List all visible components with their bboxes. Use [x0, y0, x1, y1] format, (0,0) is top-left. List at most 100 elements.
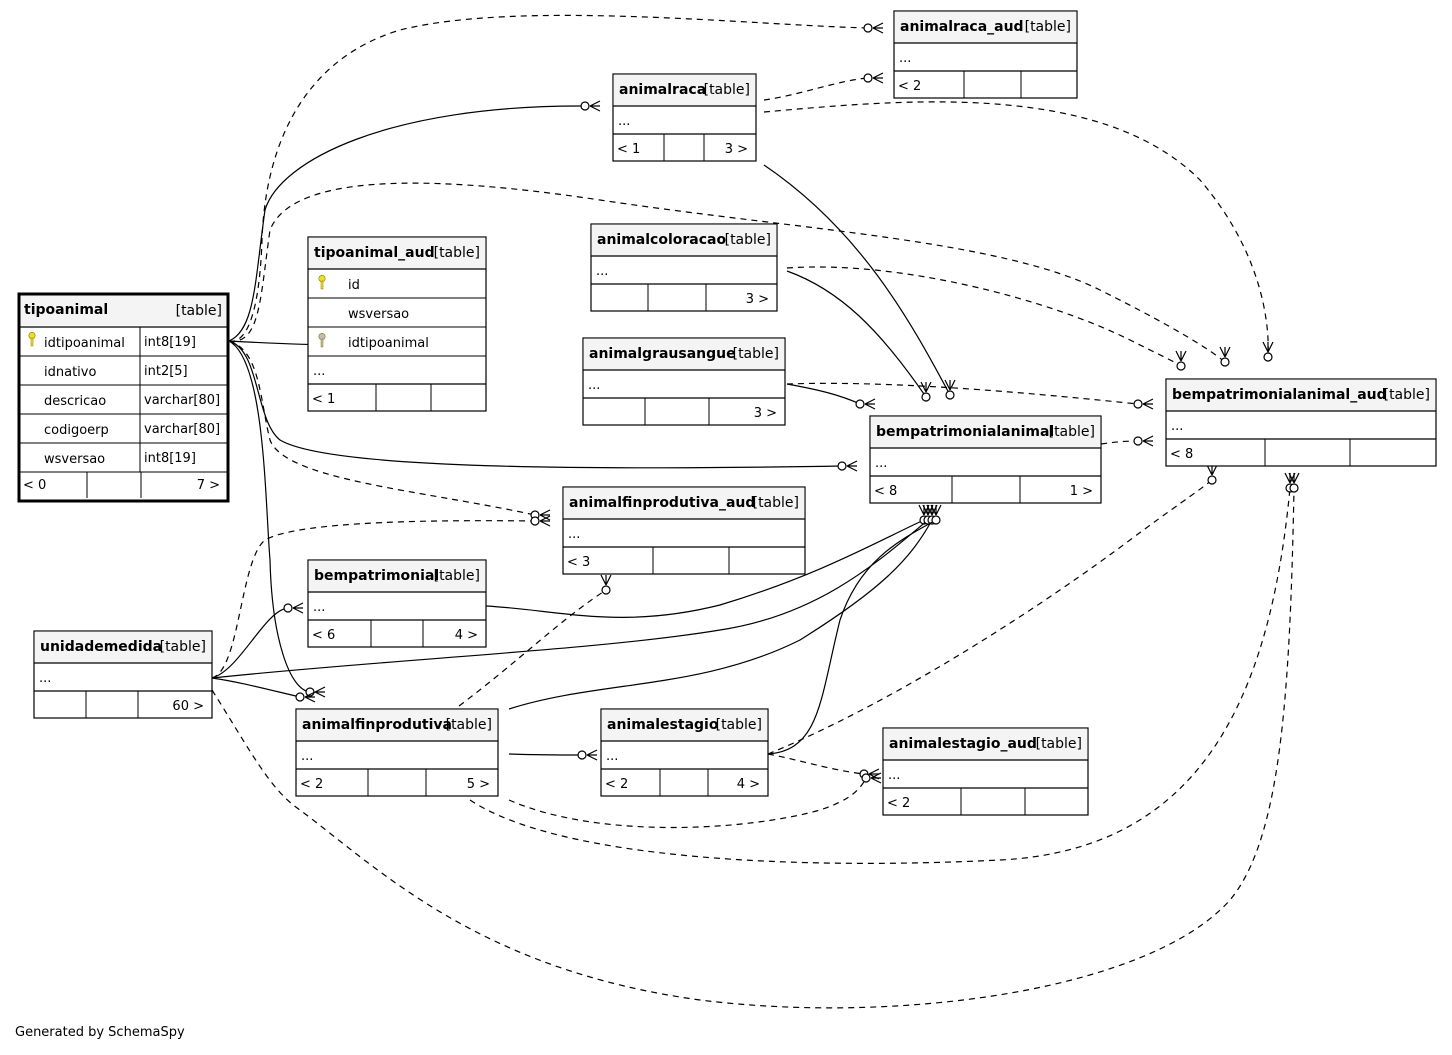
table-name: animalestagio — [607, 717, 719, 733]
column-type: varchar[80] — [144, 393, 220, 408]
table-type-tag: [table] — [725, 232, 771, 248]
implied-relationship-edge — [228, 182, 1226, 363]
columns-ellipsis: ... — [606, 749, 618, 764]
crows-foot-marker — [292, 602, 304, 614]
implied-relationship-edge — [767, 753, 865, 775]
table-animalfinprodutiva_aud: animalfinprodutiva_aud[table]...< 3 — [562, 486, 806, 575]
cardinality-circle — [1289, 483, 1299, 493]
cardinality-circle — [921, 392, 931, 402]
children-count: 4 > — [455, 628, 478, 643]
columns-ellipsis: ... — [618, 114, 630, 129]
crows-foot-marker — [1219, 346, 1231, 358]
columns-ellipsis: ... — [596, 264, 608, 279]
crows-foot-marker — [1206, 464, 1218, 476]
generated-by-footer: Generated by SchemaSpy — [15, 1025, 185, 1040]
columns-ellipsis: ... — [588, 378, 600, 393]
table-header-bg — [308, 560, 486, 592]
crows-foot-marker — [589, 100, 601, 112]
relationship-edge — [228, 105, 586, 342]
parents-count: < 2 — [887, 796, 910, 811]
parents-count: < 8 — [874, 484, 897, 499]
relationship-edge — [228, 340, 843, 469]
table-name: unidademedida — [40, 639, 162, 655]
relationship-edge — [211, 607, 289, 679]
crows-foot-marker — [944, 379, 956, 391]
parents-count: < 1 — [617, 142, 640, 157]
table-type-tag: [table] — [733, 346, 779, 362]
columns-ellipsis: ... — [301, 749, 313, 764]
table-animalcoloracao: animalcoloracao[table]...3 > — [590, 223, 778, 312]
implied-relationship-edge — [228, 14, 869, 342]
column-name: wsversao — [348, 307, 409, 322]
table-header-bg — [894, 11, 1077, 43]
tables-layer: animalraca_aud[table]...< 2animalraca[ta… — [17, 10, 1437, 816]
table-name: bempatrimonialanimal — [876, 424, 1054, 440]
relationship-edge — [786, 383, 861, 405]
cardinality-circle — [861, 773, 871, 783]
relationship-edge — [211, 677, 301, 698]
crows-foot-marker — [586, 749, 598, 761]
column-name: idtipoanimal — [348, 336, 429, 351]
cardinality-circle — [855, 399, 865, 409]
columns-ellipsis: ... — [888, 768, 900, 783]
implied-relationship-edge — [786, 266, 1182, 367]
cardinality-circle — [283, 603, 293, 613]
table-tipoanimal_aud: tipoanimal_aud[table] id wsversao idtipoani… — [307, 236, 487, 412]
relationship-edge — [228, 340, 311, 693]
implied-relationship-edge — [228, 340, 536, 516]
primary-key-icon — [28, 331, 36, 347]
cardinality-circle — [1133, 399, 1143, 409]
crows-foot-marker — [1262, 341, 1274, 353]
children-count: 1 > — [1070, 484, 1093, 499]
implied-relationship-edge — [763, 77, 869, 101]
table-name: tipoanimal — [24, 302, 108, 318]
cardinality-circle — [931, 515, 941, 525]
cardinality-circle — [837, 461, 847, 471]
crows-foot-marker — [1142, 398, 1154, 410]
table-name: bempatrimonial — [314, 568, 439, 584]
column-type: int8[19] — [144, 451, 196, 466]
table-header-bg — [583, 338, 785, 370]
table-name: animalcoloracao — [597, 232, 726, 248]
children-count: 60 > — [172, 699, 204, 714]
table-type-tag: [table] — [434, 245, 480, 261]
crows-foot-marker — [864, 398, 876, 410]
table-name: animalestagio_aud — [889, 736, 1037, 752]
table-type-tag: [table] — [1025, 19, 1071, 35]
primary-key-icon — [318, 274, 326, 290]
children-count: 3 > — [754, 406, 777, 421]
cardinality-circle — [1263, 352, 1273, 362]
columns-ellipsis: ... — [1171, 419, 1183, 434]
table-animalgrausangue: animalgrausangue[table]...3 > — [582, 337, 786, 426]
relationship-edge — [763, 164, 951, 396]
columns-ellipsis: ... — [313, 364, 325, 379]
table-header-bg — [296, 709, 498, 741]
column-name: id — [348, 278, 360, 293]
columns-ellipsis: ... — [899, 51, 911, 66]
foreign-key-icon — [318, 332, 326, 348]
implied-relationship-edge — [508, 777, 867, 829]
table-name: tipoanimal_aud — [314, 245, 435, 261]
relationship-edge — [485, 519, 925, 618]
table-unidademedida: unidademedida[table]...60 > — [33, 630, 213, 719]
table-header-bg — [20, 295, 227, 326]
table-frame — [17, 292, 230, 503]
implied-relationship-edge — [786, 382, 1139, 405]
column-type: int8[19] — [144, 335, 196, 350]
table-bempatrimonialanimal: bempatrimonialanimal[table]... < 8 1 > — [869, 415, 1102, 504]
parents-count: < 2 — [300, 777, 323, 792]
columns-ellipsis: ... — [875, 456, 887, 471]
table-type-tag: [table] — [1049, 424, 1095, 440]
column-name: descricao — [44, 394, 106, 409]
crows-foot-marker — [930, 504, 942, 516]
table-type-tag: [table] — [704, 82, 750, 98]
column-name: codigoerp — [44, 423, 109, 438]
implied-relationship-edge — [469, 487, 1291, 864]
table-type-tag: [table] — [716, 717, 762, 733]
cardinality-circle — [945, 390, 955, 400]
table-name: animalfinprodutiva_aud — [569, 495, 755, 511]
crows-foot-marker — [870, 772, 882, 784]
relationship-edge — [508, 519, 933, 710]
